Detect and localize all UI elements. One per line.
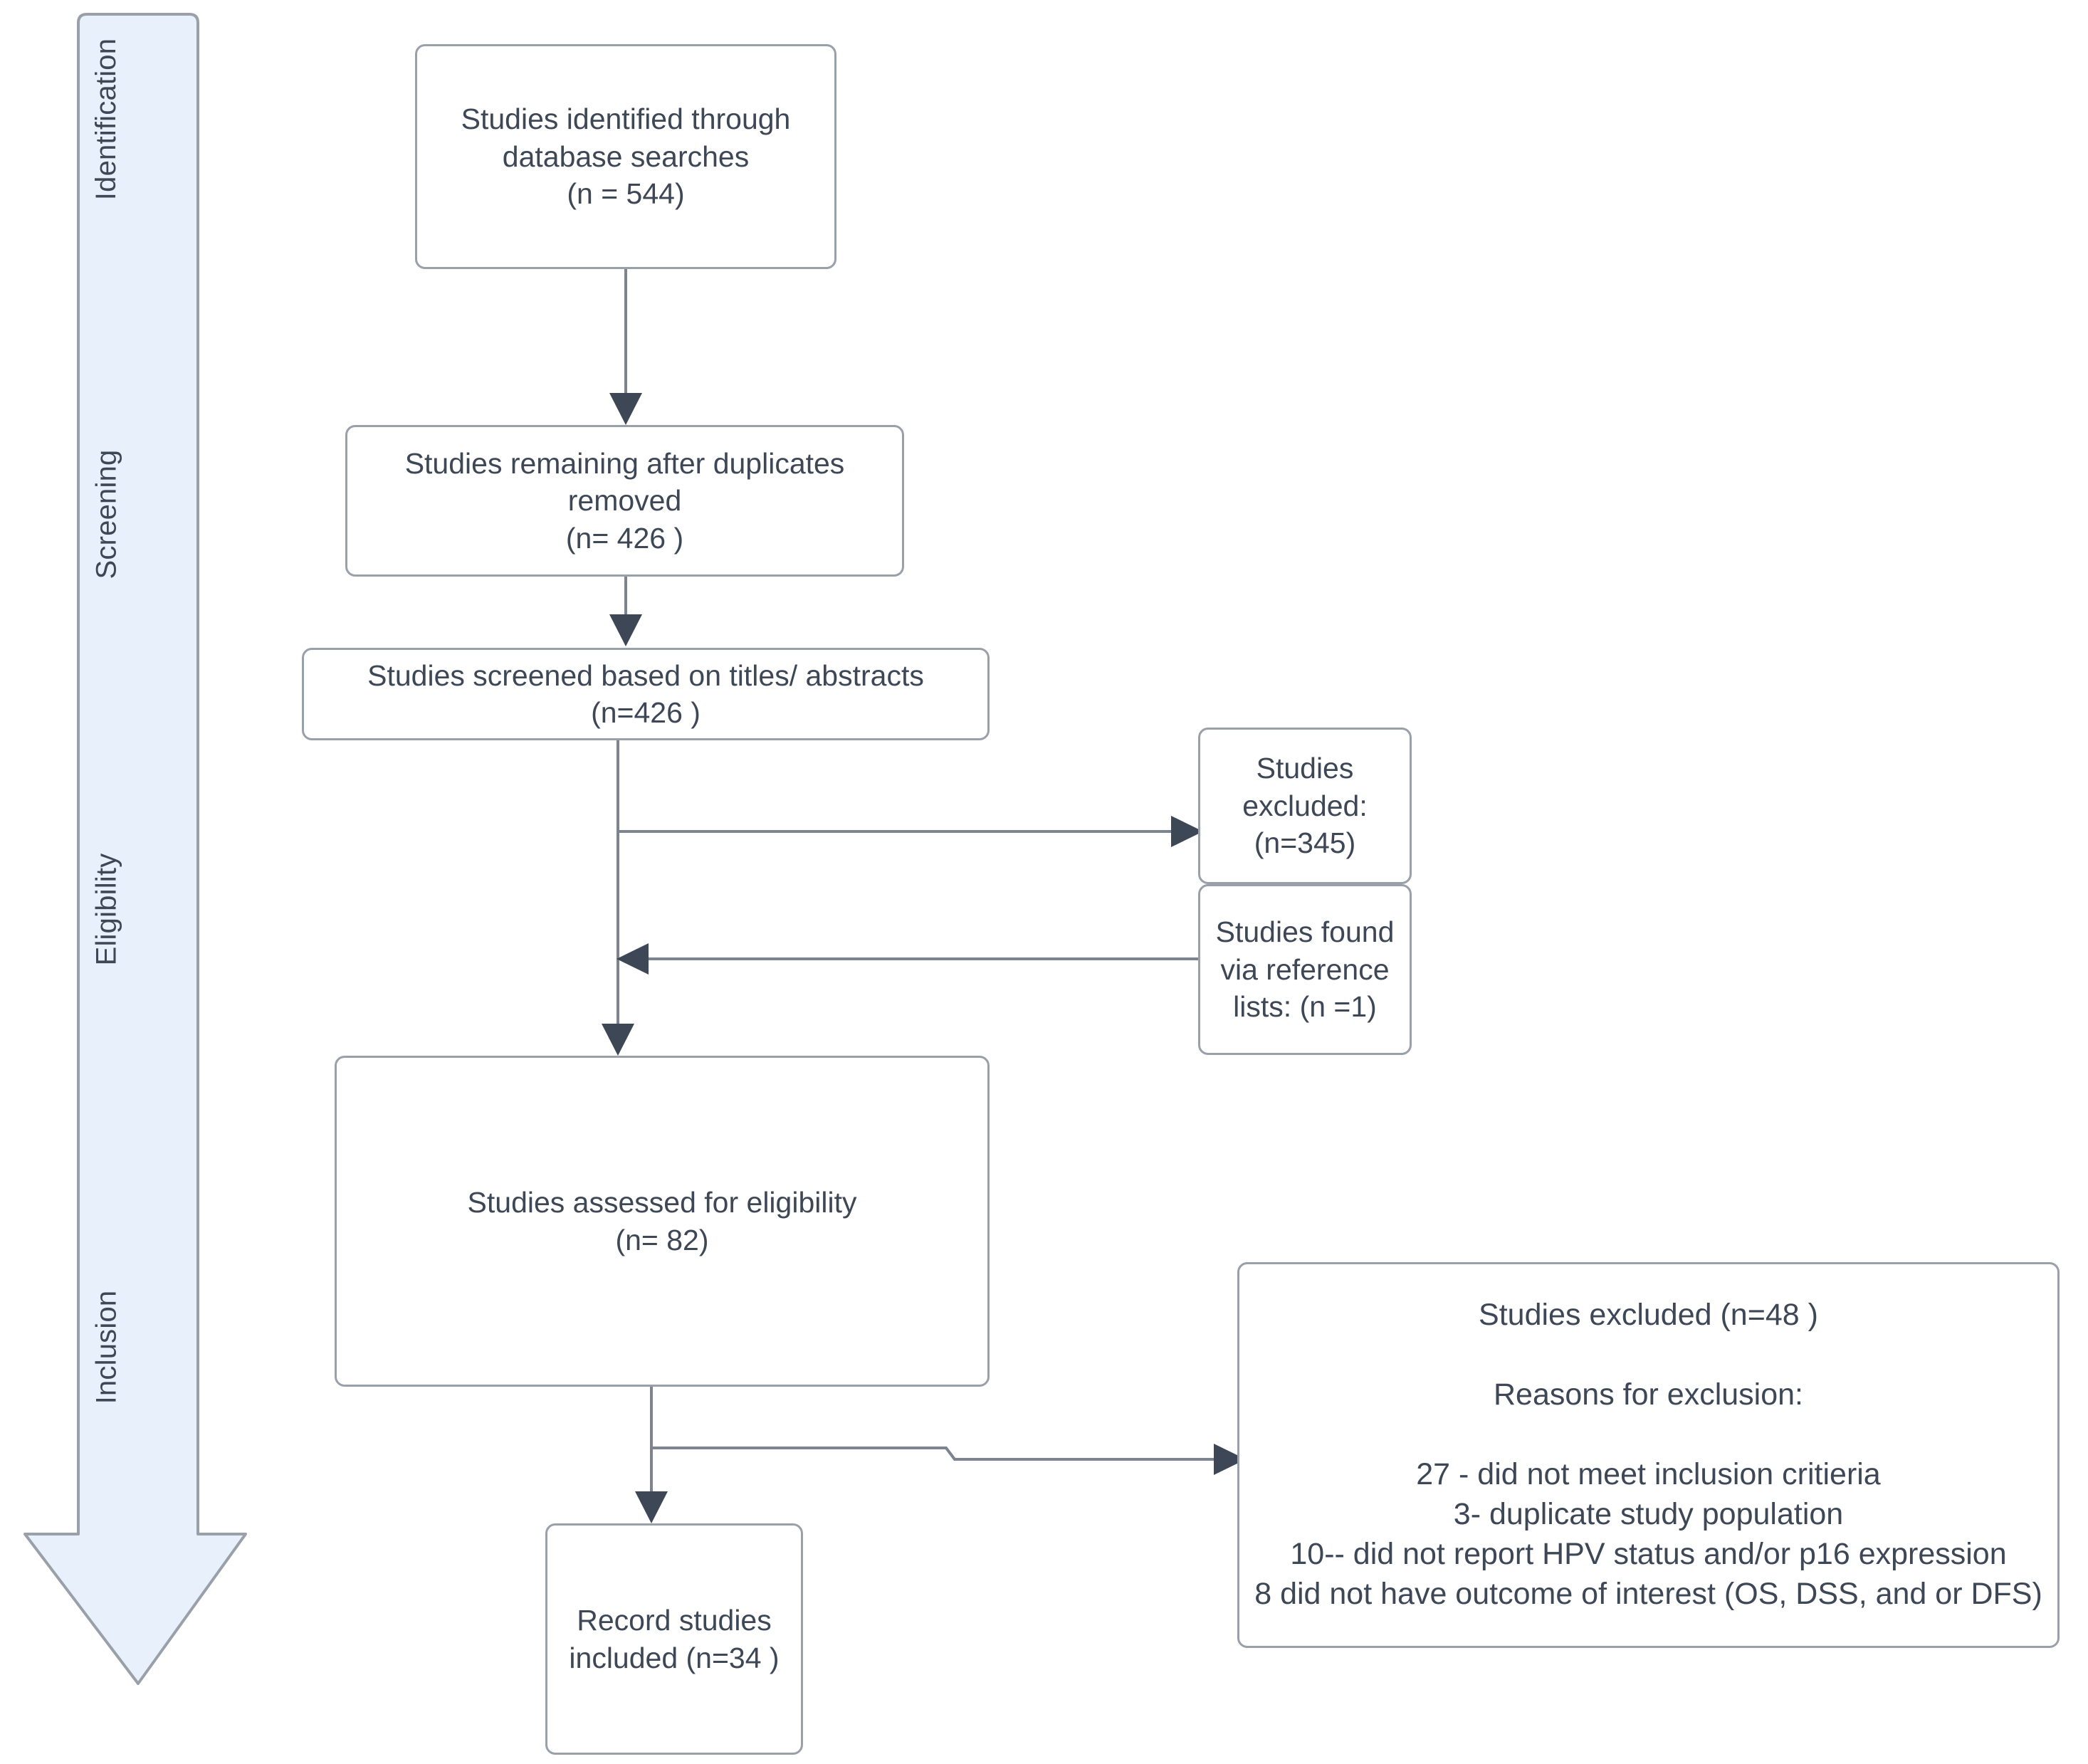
stage-label-eligibility: Eligibility (90, 853, 122, 966)
node-studies-found-references[interactable]: Studies found via reference lists: (n =1… (1198, 884, 1412, 1055)
node-records-included[interactable]: Record studies included (n=34 ) (545, 1523, 803, 1755)
node-studies-assessed-eligibility[interactable]: Studies assessed for eligibility (n= 82) (335, 1056, 990, 1387)
node-studies-screened[interactable]: Studies screened based on titles/ abstra… (302, 648, 990, 740)
connector-assessed-to-exclusion-reasons (651, 1447, 1224, 1461)
node-studies-identified[interactable]: Studies identified through database sear… (415, 44, 836, 269)
node-studies-excluded-reasons[interactable]: Studies excluded (n=48 ) Reasons for exc… (1237, 1262, 2060, 1648)
stage-label-inclusion: Inclusion (90, 1290, 122, 1405)
stage-label-identification: Identification (90, 38, 122, 201)
stage-label-screening: Screening (90, 449, 122, 579)
stage-progress-arrow (23, 13, 247, 1685)
node-studies-after-duplicates[interactable]: Studies remaining after duplicates remov… (345, 425, 904, 577)
node-studies-excluded-screening[interactable]: Studies excluded: (n=345) (1198, 728, 1412, 884)
